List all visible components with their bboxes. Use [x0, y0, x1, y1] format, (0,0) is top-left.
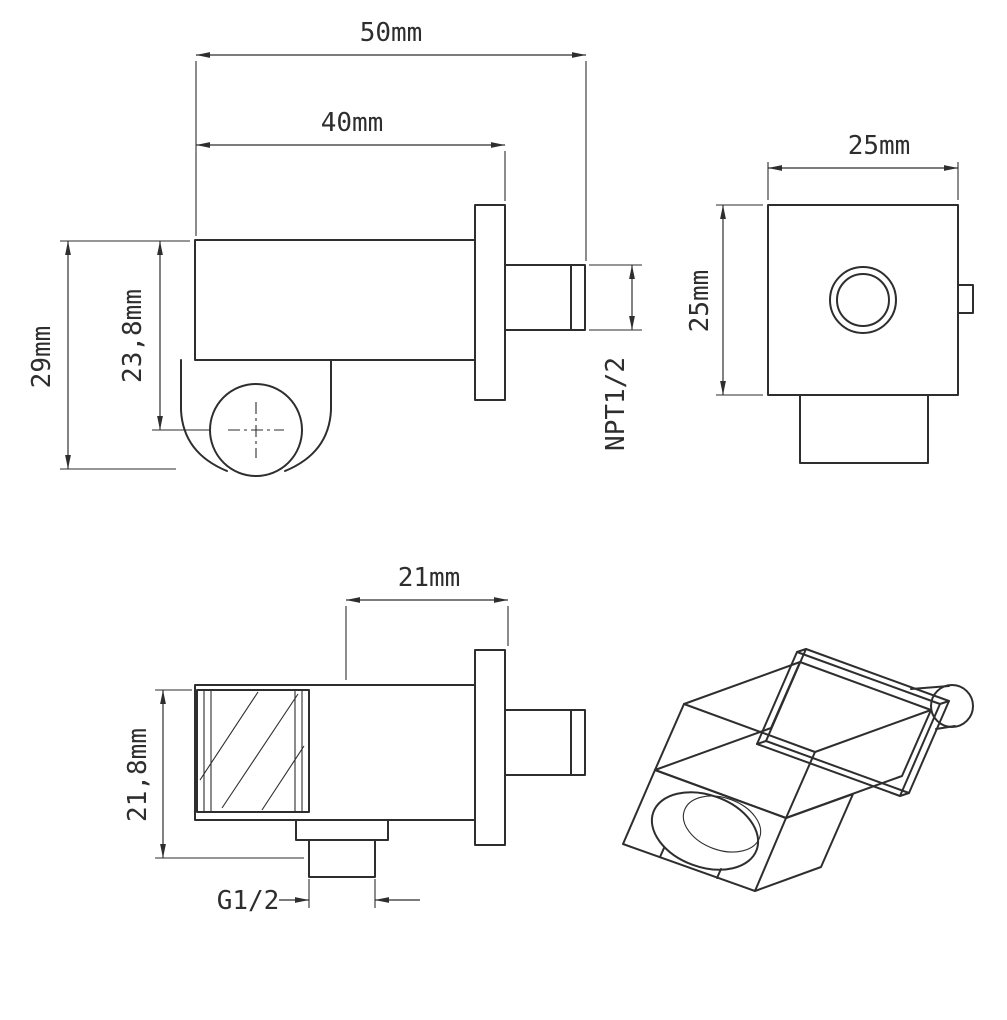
dim-label: 50mm	[360, 18, 423, 48]
body-rect	[194, 239, 476, 361]
holder-right-contour	[284, 359, 332, 472]
outlet-stub-rect	[308, 839, 376, 878]
bottom-side-view: 21mm 21,8mm G1/2	[123, 563, 586, 916]
outlet-collar-rect	[295, 819, 389, 841]
dim-label: 29mm	[27, 326, 57, 389]
flange-back-face	[765, 648, 950, 794]
dim-label: 25mm	[848, 131, 911, 161]
isometric-view	[622, 648, 974, 892]
iso-holder	[622, 769, 854, 892]
bracket-body-outline	[180, 204, 586, 477]
side-stub-tab	[957, 284, 974, 314]
flange-square	[767, 204, 959, 396]
body-left-edge	[654, 661, 801, 771]
body-right-edge	[785, 709, 932, 819]
dimension-front-width: 25mm	[767, 131, 959, 200]
stub-end-circle	[930, 684, 974, 728]
wall-flange-rect	[474, 204, 506, 401]
front-view: 25mm 25mm	[685, 131, 974, 464]
thread-callout-g12: G1/2	[217, 879, 420, 916]
outlet-inner-circle	[836, 273, 890, 327]
iso-flange-plate	[756, 648, 950, 797]
thread-callout-npt: NPT1/2	[589, 264, 642, 451]
centerline-cross	[228, 402, 284, 458]
dimension-outlet-offset: 21mm	[345, 563, 509, 680]
holder-scoop-inner	[682, 795, 762, 853]
dimension-axis-height: 23,8mm	[118, 241, 210, 431]
iso-wall-stub	[910, 684, 974, 730]
knurl-band-rect	[196, 689, 310, 813]
bracket-body-outline-bottom	[194, 649, 586, 878]
holder-front-rect	[799, 394, 929, 464]
wall-flange-rect	[474, 649, 506, 846]
dim-label: 25mm	[685, 270, 715, 333]
knurl-hatch	[199, 691, 305, 811]
bracket-front-outline	[767, 204, 974, 464]
dimension-overall-height: 29mm	[27, 240, 190, 470]
outlet-outer-circle	[829, 266, 897, 334]
holder-left-contour	[180, 359, 228, 472]
dimension-front-height: 25mm	[685, 204, 763, 396]
dim-label: 23,8mm	[118, 289, 148, 383]
dim-label: 21mm	[398, 563, 461, 593]
body-top-face	[683, 661, 932, 753]
holder-right-face	[754, 793, 854, 892]
dim-label: 21,8mm	[123, 728, 153, 822]
holder-slot-lines	[659, 847, 722, 879]
side-view: 50mm 40mm 29mm 23,8mm NPT1/2	[27, 18, 642, 477]
dim-label: 40mm	[321, 108, 384, 138]
thread-stub-rect	[504, 709, 586, 776]
dimension-body-height-bottom: 21,8mm	[123, 689, 304, 859]
flange-thickness-edges	[756, 648, 950, 797]
dimension-body-length: 40mm	[196, 108, 506, 201]
thread-label: NPT1/2	[601, 357, 631, 451]
holder-front-face	[622, 769, 787, 892]
body-rect	[194, 684, 476, 821]
stub-silhouette-lines	[910, 685, 956, 730]
holder-scoop-ellipse	[650, 791, 760, 871]
dimension-overall-length: 50mm	[195, 18, 587, 261]
thread-stub-rect	[504, 264, 586, 331]
flange-front-face	[756, 651, 941, 797]
thread-label: G1/2	[217, 886, 280, 916]
